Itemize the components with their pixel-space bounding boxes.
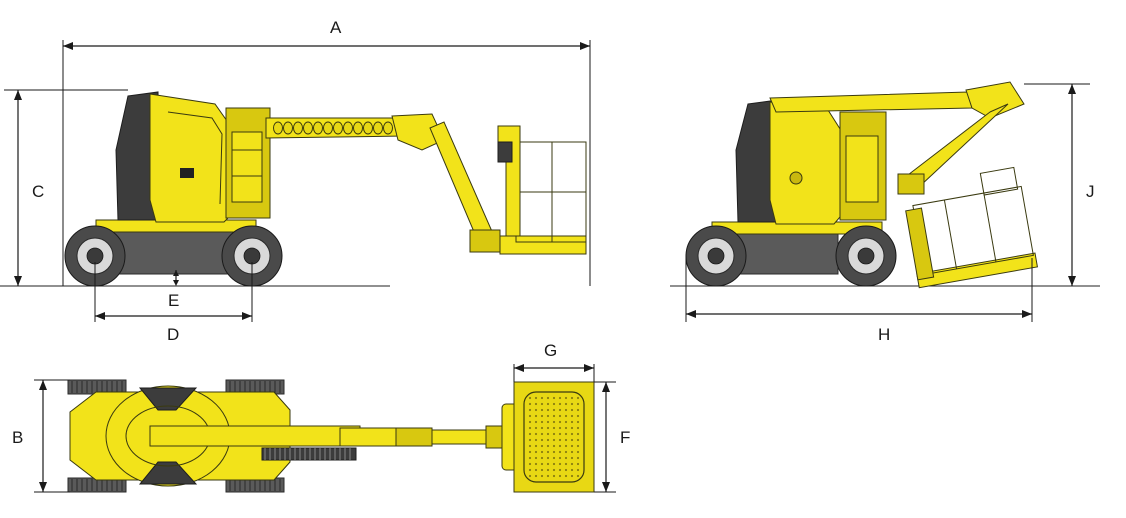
platform-right [905, 166, 1039, 289]
dimension-c: C [4, 89, 128, 286]
boom-right [769, 91, 973, 113]
jib-head [469, 229, 501, 253]
chain-link [283, 121, 293, 135]
label-d: D [167, 325, 179, 344]
elbow-top [395, 427, 433, 447]
front-wheel-right [835, 225, 897, 287]
chain-link [373, 121, 383, 135]
dimension-b: B [12, 379, 70, 493]
rear-wheel [64, 225, 126, 287]
jib-top [431, 429, 493, 445]
dimension-j: J [1024, 83, 1095, 286]
turret-cover-right [769, 101, 847, 225]
side-view-extended [0, 91, 587, 287]
jib-arm [429, 121, 495, 247]
boom-elbow [391, 113, 445, 151]
dimension-h: H [685, 256, 1033, 344]
brand-badge [180, 168, 194, 178]
mast-inner-right [845, 135, 879, 203]
label-f: F [620, 428, 630, 447]
control-box [497, 141, 513, 163]
label-j: J [1086, 182, 1095, 201]
label-b: B [12, 428, 23, 447]
chain-link [363, 121, 373, 135]
rotator-top [485, 425, 503, 449]
chain-link [273, 121, 283, 135]
jib-head-right [897, 173, 925, 195]
turret-panel-line [167, 111, 223, 205]
chain-link [333, 121, 343, 135]
dimension-f: F [594, 381, 630, 493]
boom-elbow-right [965, 81, 1025, 119]
counterweight [115, 91, 161, 221]
chain-link [353, 121, 363, 135]
chain-link [343, 121, 353, 135]
chain-link [383, 121, 393, 135]
side-view-stowed [670, 81, 1100, 289]
chain-top [261, 447, 357, 461]
rear-wheel-right [685, 225, 747, 287]
chain-link [313, 121, 323, 135]
label-c: C [32, 182, 44, 201]
chain-link [303, 121, 313, 135]
chain-link [323, 121, 333, 135]
dimension-d: D [94, 262, 253, 344]
counterweight-top [138, 387, 198, 411]
platform-top [513, 381, 595, 493]
boom-chain [273, 121, 393, 135]
label-g: G [544, 341, 557, 360]
dimension-a: A [62, 18, 591, 286]
label-h: H [878, 325, 890, 344]
label-e: E [168, 291, 179, 310]
mast-inner [231, 131, 263, 203]
turret-cover [149, 93, 237, 223]
label-a: A [330, 18, 342, 37]
boom-tip-top [339, 427, 405, 447]
top-view [67, 379, 595, 493]
boom-top [149, 425, 361, 447]
platform-floor [499, 235, 587, 255]
dimension-g: G [513, 341, 595, 382]
counterweight-bottom [138, 461, 198, 485]
chain-link [293, 121, 303, 135]
